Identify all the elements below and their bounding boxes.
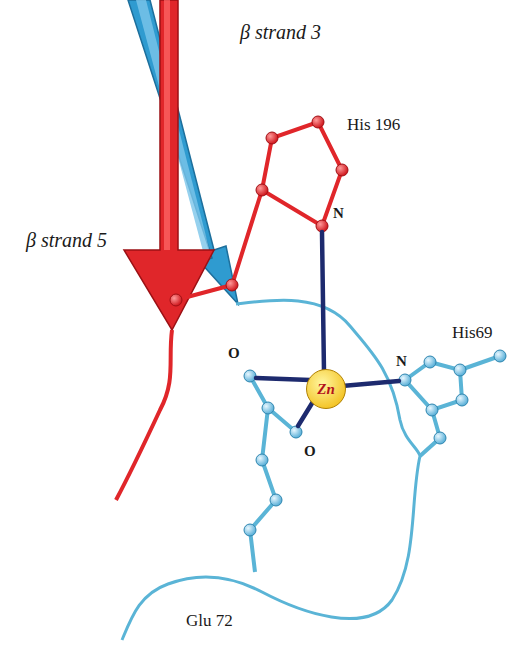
atom-symbol: Zn [317, 382, 335, 397]
zinc-atom: Zn [306, 369, 346, 409]
atom-label: O [304, 444, 316, 459]
his196-sidechain [176, 122, 342, 300]
atom-label: N [396, 354, 407, 369]
coordination-bonds [256, 232, 399, 426]
residue-label: His69 [452, 324, 493, 341]
atom-label: N [333, 206, 344, 221]
residue-label: Glu 72 [186, 612, 233, 629]
residue-label: His 196 [347, 116, 400, 133]
atom-label: O [228, 346, 240, 361]
strand-label: β strand 5 [26, 230, 107, 250]
backbone-loop [122, 300, 420, 640]
his69-sidechain [405, 356, 500, 456]
strand-label: β strand 3 [240, 22, 321, 42]
glu72-sidechain [250, 376, 296, 572]
beta-strand-5 [116, 0, 214, 500]
